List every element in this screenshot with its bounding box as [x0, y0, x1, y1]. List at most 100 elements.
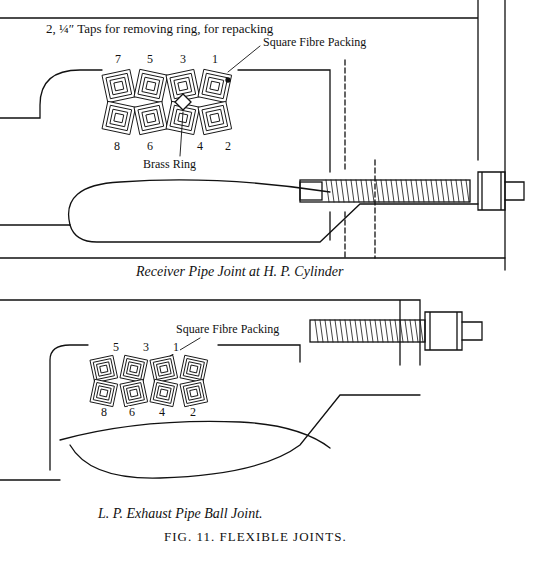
callout-number: 8 [113, 140, 121, 153]
screw-thread [370, 320, 373, 342]
screw-thread [416, 180, 419, 202]
packing-texture [174, 77, 191, 94]
packing-texture [210, 113, 219, 122]
packing-texture [184, 359, 205, 380]
packing-texture [154, 359, 175, 380]
packing-texture [202, 105, 227, 130]
figure-caption: FIG. 11. FLEXIBLE JOINTS. [163, 530, 348, 544]
callout-number: 5 [112, 341, 120, 354]
fibre-packing-ring [198, 101, 231, 134]
leader-line [180, 112, 183, 156]
fibre-packing-ring [180, 355, 207, 382]
tap-hole [226, 78, 230, 82]
screw-thread [320, 320, 323, 342]
screw-thread [346, 180, 349, 202]
screw-thread [386, 180, 389, 202]
screw-thread [420, 320, 423, 342]
packing-texture [180, 379, 207, 406]
part-label: Brass Ring [142, 158, 197, 171]
screw-thread [410, 320, 413, 342]
packing-texture [142, 109, 159, 126]
packing-texture [97, 362, 111, 376]
screw-thread [396, 180, 399, 202]
packing-texture [100, 365, 108, 373]
part-label: Square Fibre Packing [262, 36, 367, 49]
packing-texture [190, 389, 198, 397]
packing-texture [157, 362, 171, 376]
packing-texture [210, 81, 219, 90]
packing-texture [187, 386, 201, 400]
callout-number: 8 [100, 406, 108, 419]
callout-number: 5 [146, 53, 154, 66]
screw-thread [371, 180, 374, 202]
packing-texture [134, 69, 167, 102]
packing-texture [138, 73, 163, 98]
screw-thread [366, 180, 369, 202]
screw-thread [446, 180, 449, 202]
packing-texture [180, 355, 207, 382]
fibre-packing-ring [102, 69, 135, 102]
fibre-packing-ring [134, 101, 167, 134]
screw-thread [361, 180, 364, 202]
packing-texture [127, 362, 141, 376]
packing-texture [120, 355, 147, 382]
packing-texture [106, 105, 131, 130]
figure-title: L. P. Exhaust Pipe Ball Joint. [97, 506, 264, 521]
packing-texture [130, 389, 138, 397]
packing-texture [100, 389, 108, 397]
screw-thread [351, 180, 354, 202]
packing-texture [120, 379, 147, 406]
packing-texture [190, 365, 198, 373]
screw-thread [400, 320, 403, 342]
screw-thread [391, 180, 394, 202]
screw-thread [331, 180, 334, 202]
screw-thread [395, 320, 398, 342]
packing-texture [160, 389, 168, 397]
fibre-packing-ring [120, 355, 147, 382]
fibre-packing-ring [180, 379, 207, 406]
fibre-packing-ring [150, 379, 177, 406]
fibre-packing-ring [90, 355, 117, 382]
packing-texture [114, 81, 123, 90]
callout-number: 2 [224, 140, 232, 153]
screw-thread [360, 320, 363, 342]
screw-thread [431, 180, 434, 202]
packing-texture [124, 359, 145, 380]
packing-texture [124, 383, 145, 404]
screw-thread [380, 320, 383, 342]
packing-texture [90, 379, 117, 406]
brass-ring [175, 94, 191, 110]
fibre-packing-ring [102, 101, 135, 134]
packing-texture [154, 383, 175, 404]
screw-thread [315, 320, 318, 342]
packing-texture [102, 101, 135, 134]
packing-texture [127, 386, 141, 400]
screw-thread [330, 320, 333, 342]
screw-thread [355, 320, 358, 342]
screw-thread [456, 180, 459, 202]
screw-thread [336, 180, 339, 202]
packing-texture [178, 81, 187, 90]
fibre-packing-ring [198, 69, 231, 102]
packing-texture [157, 386, 171, 400]
packing-texture [110, 77, 127, 94]
receiver-pipe-joint [0, 0, 524, 270]
screw-thread [436, 180, 439, 202]
screw-thread [356, 180, 359, 202]
callout-number: 6 [146, 140, 154, 153]
screw-thread [350, 320, 353, 342]
screw-thread [326, 180, 329, 202]
screw-thread [365, 320, 368, 342]
packing-texture [94, 383, 115, 404]
packing-texture [142, 77, 159, 94]
screw-thread [466, 180, 469, 202]
callout-number: 3 [179, 53, 187, 66]
screw-thread [401, 180, 404, 202]
packing-texture [90, 355, 117, 382]
packing-texture [102, 69, 135, 102]
screw-thread [345, 320, 348, 342]
packing-texture [187, 362, 201, 376]
screw-thread [415, 320, 418, 342]
callout-number: 2 [189, 406, 197, 419]
